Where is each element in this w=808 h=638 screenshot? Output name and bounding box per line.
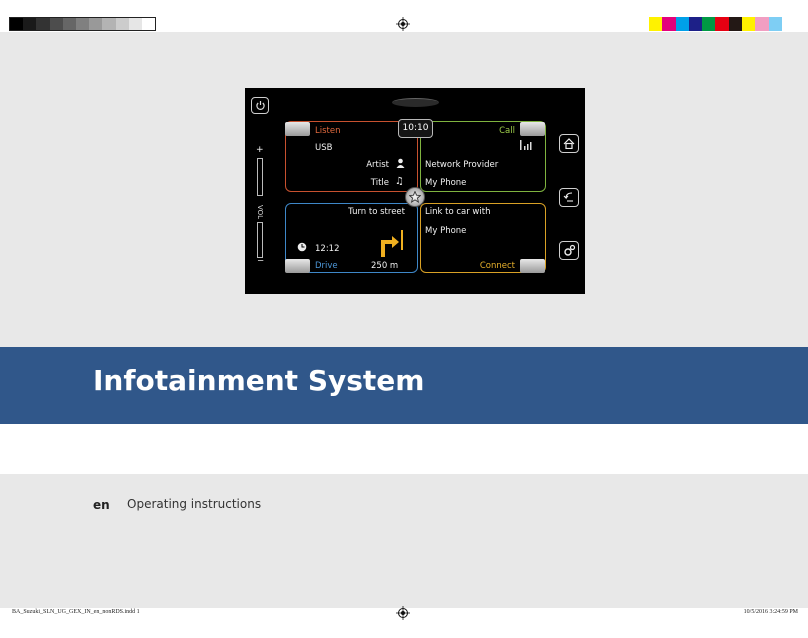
volume-label: VOL: [256, 205, 264, 220]
gray-swatch: [75, 18, 90, 30]
color-swatch: [649, 17, 663, 31]
tile-connect: [420, 203, 546, 273]
gray-swatch: [49, 18, 63, 30]
gray-swatch: [62, 18, 76, 30]
infotainment-screen-image: + VOL − 10:10 Listen USB Artist Title ♫ …: [245, 88, 585, 294]
connect-line2: My Phone: [425, 226, 467, 236]
turn-right-arrow-icon: [381, 230, 403, 257]
navigation-tab-icon: [285, 259, 310, 273]
gray-swatch: [10, 18, 24, 30]
back-icon: [559, 188, 579, 207]
print-slug-filename: BA_Suzuki_SLN_UG_GEX_IN_en_nonRDS.indd 1: [12, 609, 140, 615]
gray-swatch: [141, 18, 156, 30]
clock-display: 10:10: [398, 119, 433, 138]
connect-tab-icon: [520, 259, 545, 273]
call-provider: Network Provider: [425, 160, 499, 170]
signal-icon: [520, 140, 532, 150]
connect-line1: Link to car with: [425, 207, 491, 217]
person-icon: [396, 158, 405, 168]
listen-label: Listen: [315, 126, 341, 136]
page-title: Infotainment System: [93, 364, 425, 397]
gray-swatch: [115, 18, 129, 30]
settings-gear-icon: [559, 241, 579, 260]
gray-swatch: [23, 18, 37, 30]
language-code: en: [93, 498, 110, 512]
home-icon: [559, 134, 579, 153]
cover-bottom-panel: [0, 474, 808, 608]
volume-minus-icon: −: [257, 256, 265, 266]
registration-mark-icon: [396, 606, 410, 620]
color-swatch: [702, 17, 716, 31]
color-swatch: [662, 17, 676, 31]
drive-distance: 250 m: [371, 261, 399, 271]
volume-bar-lower: [257, 222, 263, 258]
music-note-icon: ♫: [395, 176, 404, 187]
call-label: Call: [499, 126, 515, 136]
media-tab-icon: [285, 122, 310, 136]
call-phone: My Phone: [425, 178, 467, 188]
color-swatch: [742, 17, 756, 31]
volume-bar-upper: [257, 158, 263, 196]
color-swatch: [755, 17, 769, 31]
registration-mark-icon: [396, 17, 410, 31]
phone-tab-icon: [520, 122, 545, 136]
clock-icon: [297, 242, 307, 252]
listen-source: USB: [315, 143, 333, 153]
tile-listen: [285, 121, 418, 192]
gray-swatch: [89, 18, 103, 30]
tile-drive: [285, 203, 418, 273]
gray-swatch: [128, 18, 142, 30]
listen-artist: Artist: [366, 160, 389, 170]
print-slug-timestamp: 10/5/2016 3:24:59 PM: [743, 609, 798, 615]
favorites-star-icon: [405, 187, 425, 207]
color-swatch: [715, 17, 729, 31]
color-swatch: [675, 17, 689, 31]
drive-label: Drive: [315, 261, 338, 271]
power-icon: [251, 97, 269, 114]
color-swatch: [768, 17, 782, 31]
drive-instruction: Turn to street: [348, 207, 405, 217]
volume-plus-icon: +: [256, 145, 264, 155]
tile-call: [420, 121, 546, 192]
clock-housing: [392, 98, 439, 107]
color-calibration-bar: [649, 17, 796, 31]
listen-title: Title: [370, 178, 389, 188]
grayscale-calibration-bar: [9, 17, 157, 31]
gray-swatch: [102, 18, 116, 30]
connect-label: Connect: [479, 261, 515, 271]
color-swatch: [688, 17, 703, 31]
drive-eta: 12:12: [315, 244, 340, 254]
color-swatch: [781, 17, 796, 31]
title-band: [0, 347, 808, 424]
document-subtitle: Operating instructions: [127, 497, 262, 511]
color-swatch: [728, 17, 743, 31]
gray-swatch: [36, 18, 50, 30]
